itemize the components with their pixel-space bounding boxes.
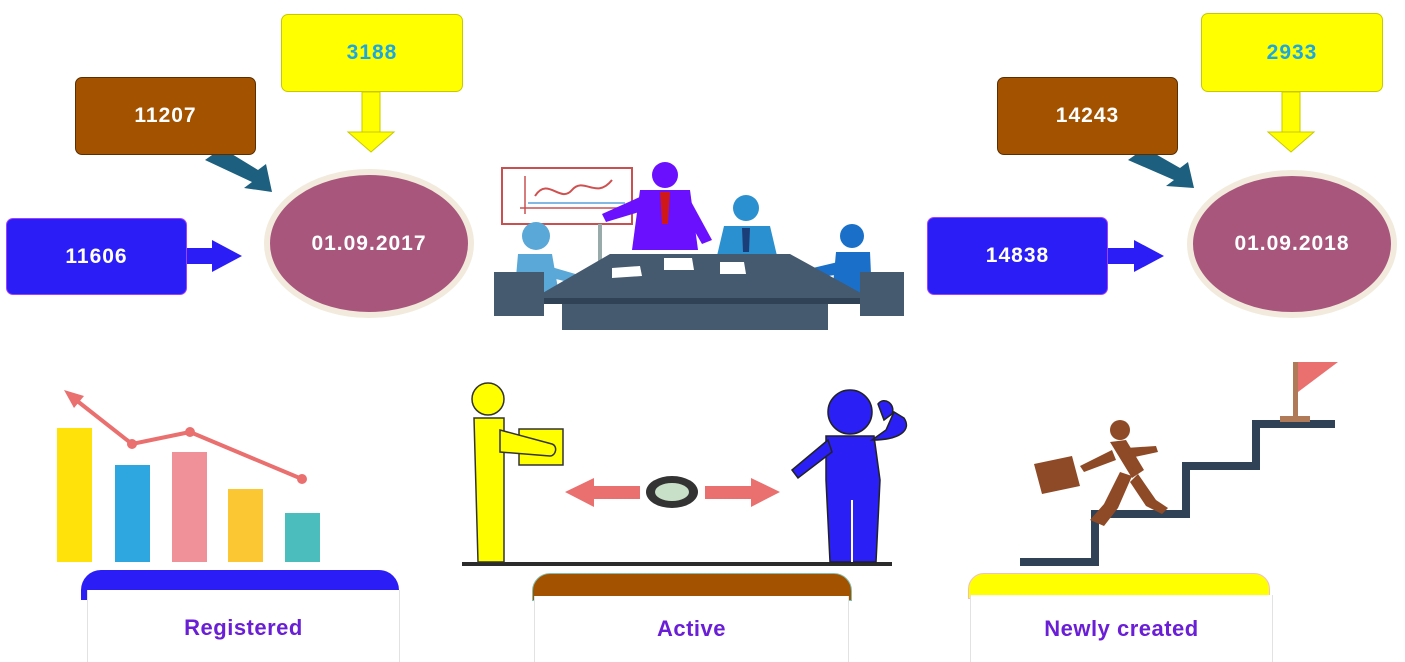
date-circle-2017: 01.09.2017 [264, 169, 474, 318]
climbing-stairs-icon [1020, 362, 1338, 566]
registered-value-2017: 11606 [6, 218, 187, 295]
active-card: Active [534, 596, 849, 662]
active-value-2017: 11207 [75, 77, 256, 155]
registered-card: Registered [87, 590, 400, 662]
arrow-active-right [1128, 148, 1194, 188]
new-value-2018: 2933 [1201, 13, 1383, 92]
meeting-room-icon [494, 162, 904, 330]
exchange-people-icon [462, 382, 908, 566]
arrow-active-left [205, 148, 272, 192]
declining-bar-chart-icon [57, 390, 320, 562]
registered-label: Registered [184, 615, 303, 640]
active-label: Active [656, 616, 727, 641]
date-circle-2018: 01.09.2018 [1187, 170, 1397, 318]
arrow-registered-left [186, 240, 242, 272]
registered-value-2018: 14838 [927, 217, 1108, 295]
arrow-registered-right [1108, 240, 1164, 272]
new-value-2017: 3188 [281, 14, 463, 92]
newly-created-card: Newly created [970, 595, 1273, 662]
arrow-new-right [1266, 91, 1316, 153]
active-value-2018: 14243 [997, 77, 1178, 155]
newly-created-label: Newly created [1044, 616, 1199, 641]
arrow-new-left [346, 91, 396, 153]
